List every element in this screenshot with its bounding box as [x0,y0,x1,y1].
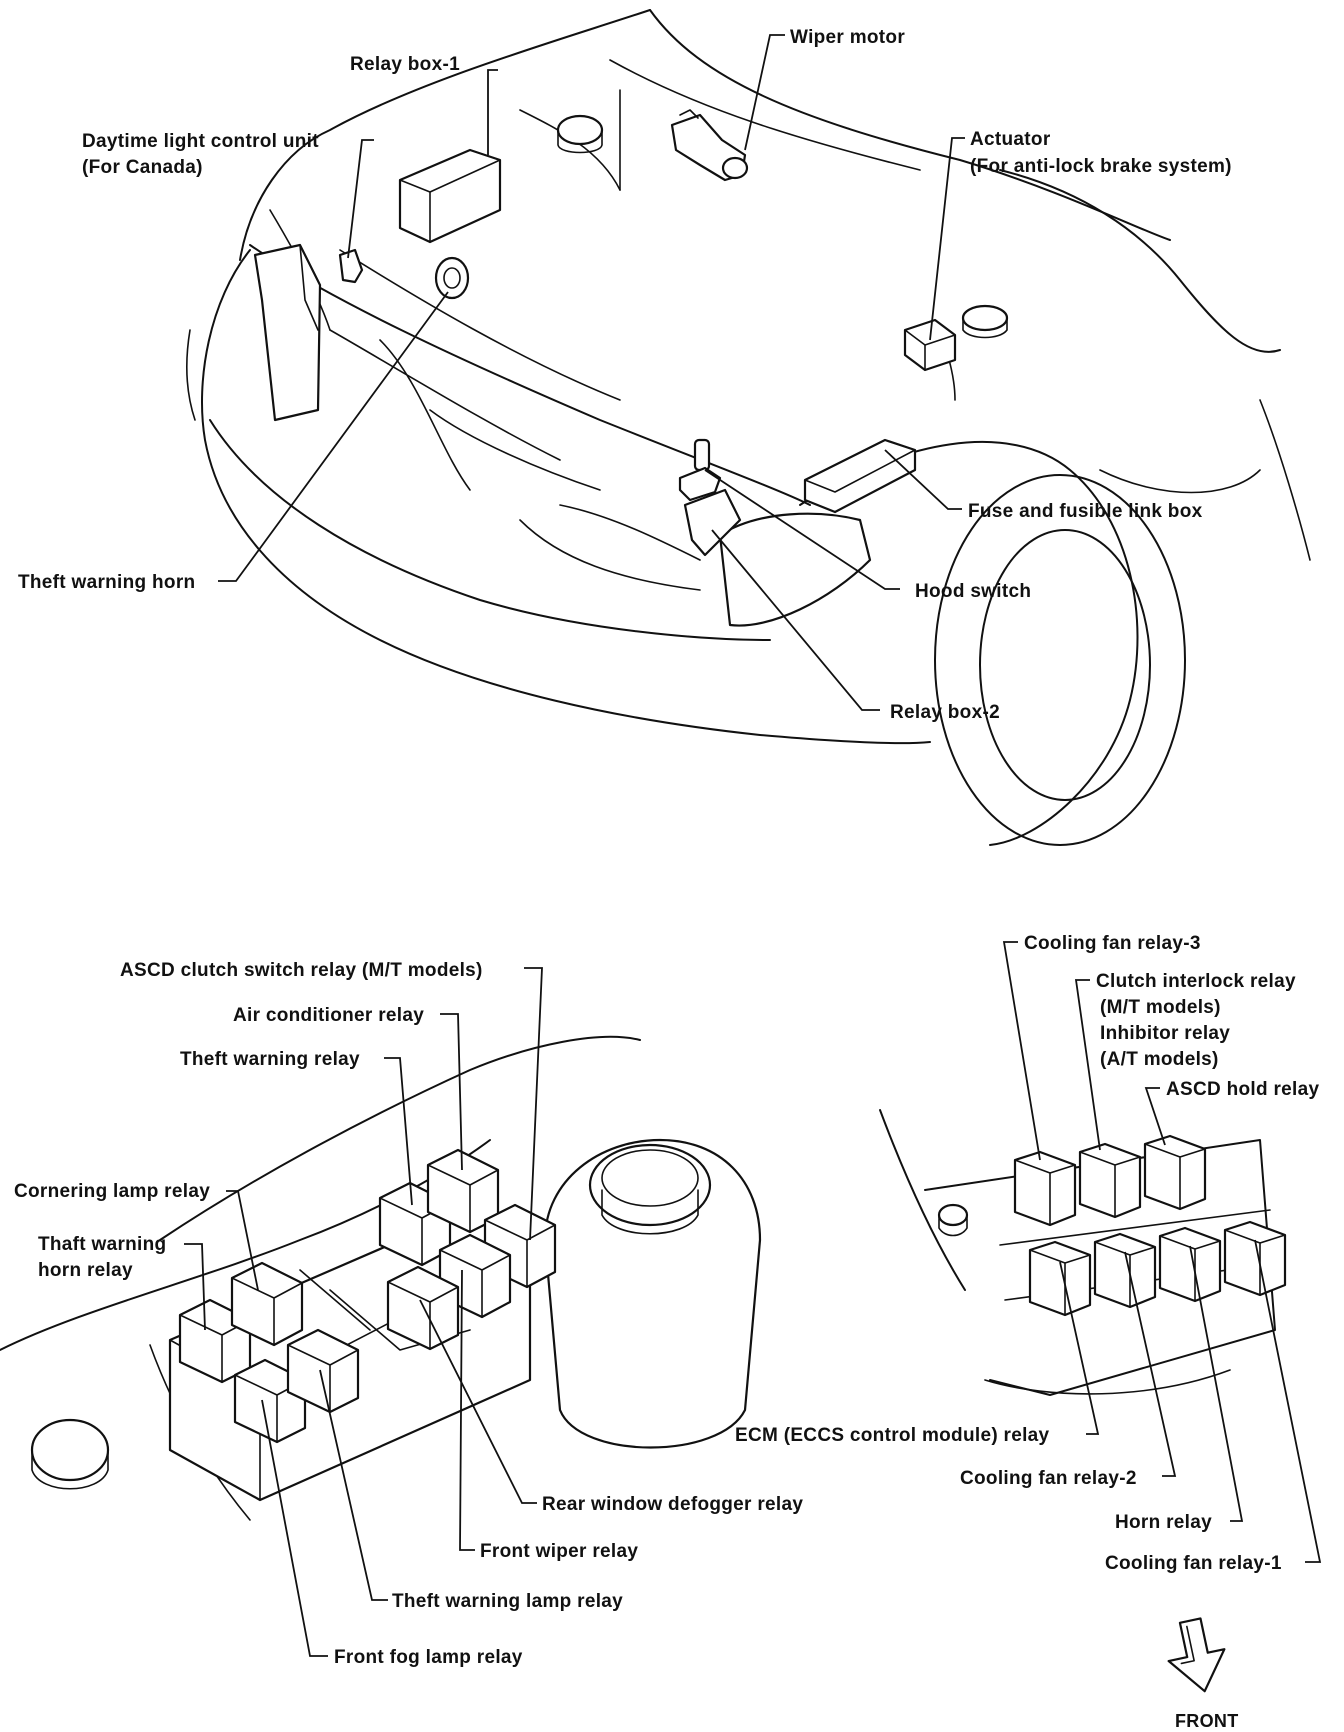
relay-cornering-lamp [230,1261,304,1347]
relay-ecm [1028,1240,1092,1317]
abs-actuator [903,318,957,372]
cooling-fan-relay-2-label: Cooling fan relay-2 [960,1468,1137,1489]
hood-switch [678,438,722,502]
relay-box-1 [398,148,502,244]
theft-lamp-relay-label: Theft warning lamp relay [392,1591,623,1612]
rear-defogger-relay-label: Rear window defogger relay [542,1494,803,1515]
front-fog-relay-label: Front fog lamp relay [334,1647,523,1668]
hood-switch-label: Hood switch [915,581,1031,602]
clutch-interlock-label-4: (A/T models) [1100,1049,1219,1070]
theft-horn-relay-label-1: Thaft warning [38,1234,166,1255]
ascd-hold-relay-label: ASCD hold relay [1166,1079,1319,1100]
relay-box-1-detail [0,967,762,1657]
daytime-light-unit-note: (For Canada) [82,157,203,178]
theft-horn-relay-label-2: horn relay [38,1260,133,1281]
wiper-motor-label: Wiper motor [790,27,905,48]
theft-warning-relay-label: Theft warning relay [180,1049,360,1070]
relay-clutch-interlock [1078,1142,1142,1219]
air-conditioner-relay-label: Air conditioner relay [233,1005,424,1026]
actuator-note: (For anti-lock brake system) [970,156,1232,177]
relay-cooling-fan-1 [1223,1220,1287,1297]
cornering-lamp-relay-label: Cornering lamp relay [14,1181,210,1202]
mounting-bolt [937,1203,969,1237]
clutch-interlock-label-3: Inhibitor relay [1100,1023,1230,1044]
relay-cooling-fan-3 [1013,1150,1077,1227]
theft-warning-horn-label: Theft warning horn [18,572,195,593]
front-wiper-relay-label: Front wiper relay [480,1541,638,1562]
relay-cooling-fan-2 [1093,1232,1157,1309]
relay-theft-lamp [286,1328,360,1414]
relay-rear-defogger [386,1265,460,1351]
horn-relay-label: Horn relay [1115,1512,1212,1533]
ecm-relay-label: ECM (ECCS control module) relay [735,1425,1050,1446]
clutch-interlock-label-2: (M/T models) [1100,997,1221,1018]
vehicle-top-view [185,9,1311,846]
ascd-clutch-relay-label: ASCD clutch switch relay (M/T models) [120,960,483,981]
fuse-box [803,438,917,514]
relay-ascd-hold [1143,1134,1207,1211]
front-direction-label: FRONT [1175,1711,1239,1731]
theft-warning-horn [434,256,470,300]
daytime-light-unit-label: Daytime light control unit [82,131,319,152]
reservoir-bottle [543,1138,762,1449]
daytime-light-unit [338,248,364,284]
relay-box-2-detail [879,941,1322,1563]
relay-box-2-label: Relay box-2 [890,702,1000,723]
clutch-interlock-label-1: Clutch interlock relay [1096,971,1296,992]
relay-horn [1158,1226,1222,1303]
actuator-label: Actuator [970,129,1051,150]
wiper-motor [670,109,749,182]
fuse-box-label: Fuse and fusible link box [968,501,1203,522]
down-arrow-icon [1167,1617,1226,1693]
relay-air-conditioner [426,1148,500,1234]
relay-box-2 [683,488,742,557]
cooling-fan-relay-3-label: Cooling fan relay-3 [1024,933,1201,954]
relay-box-1-label: Relay box-1 [350,54,460,75]
cooling-fan-relay-1-label: Cooling fan relay-1 [1105,1553,1282,1574]
